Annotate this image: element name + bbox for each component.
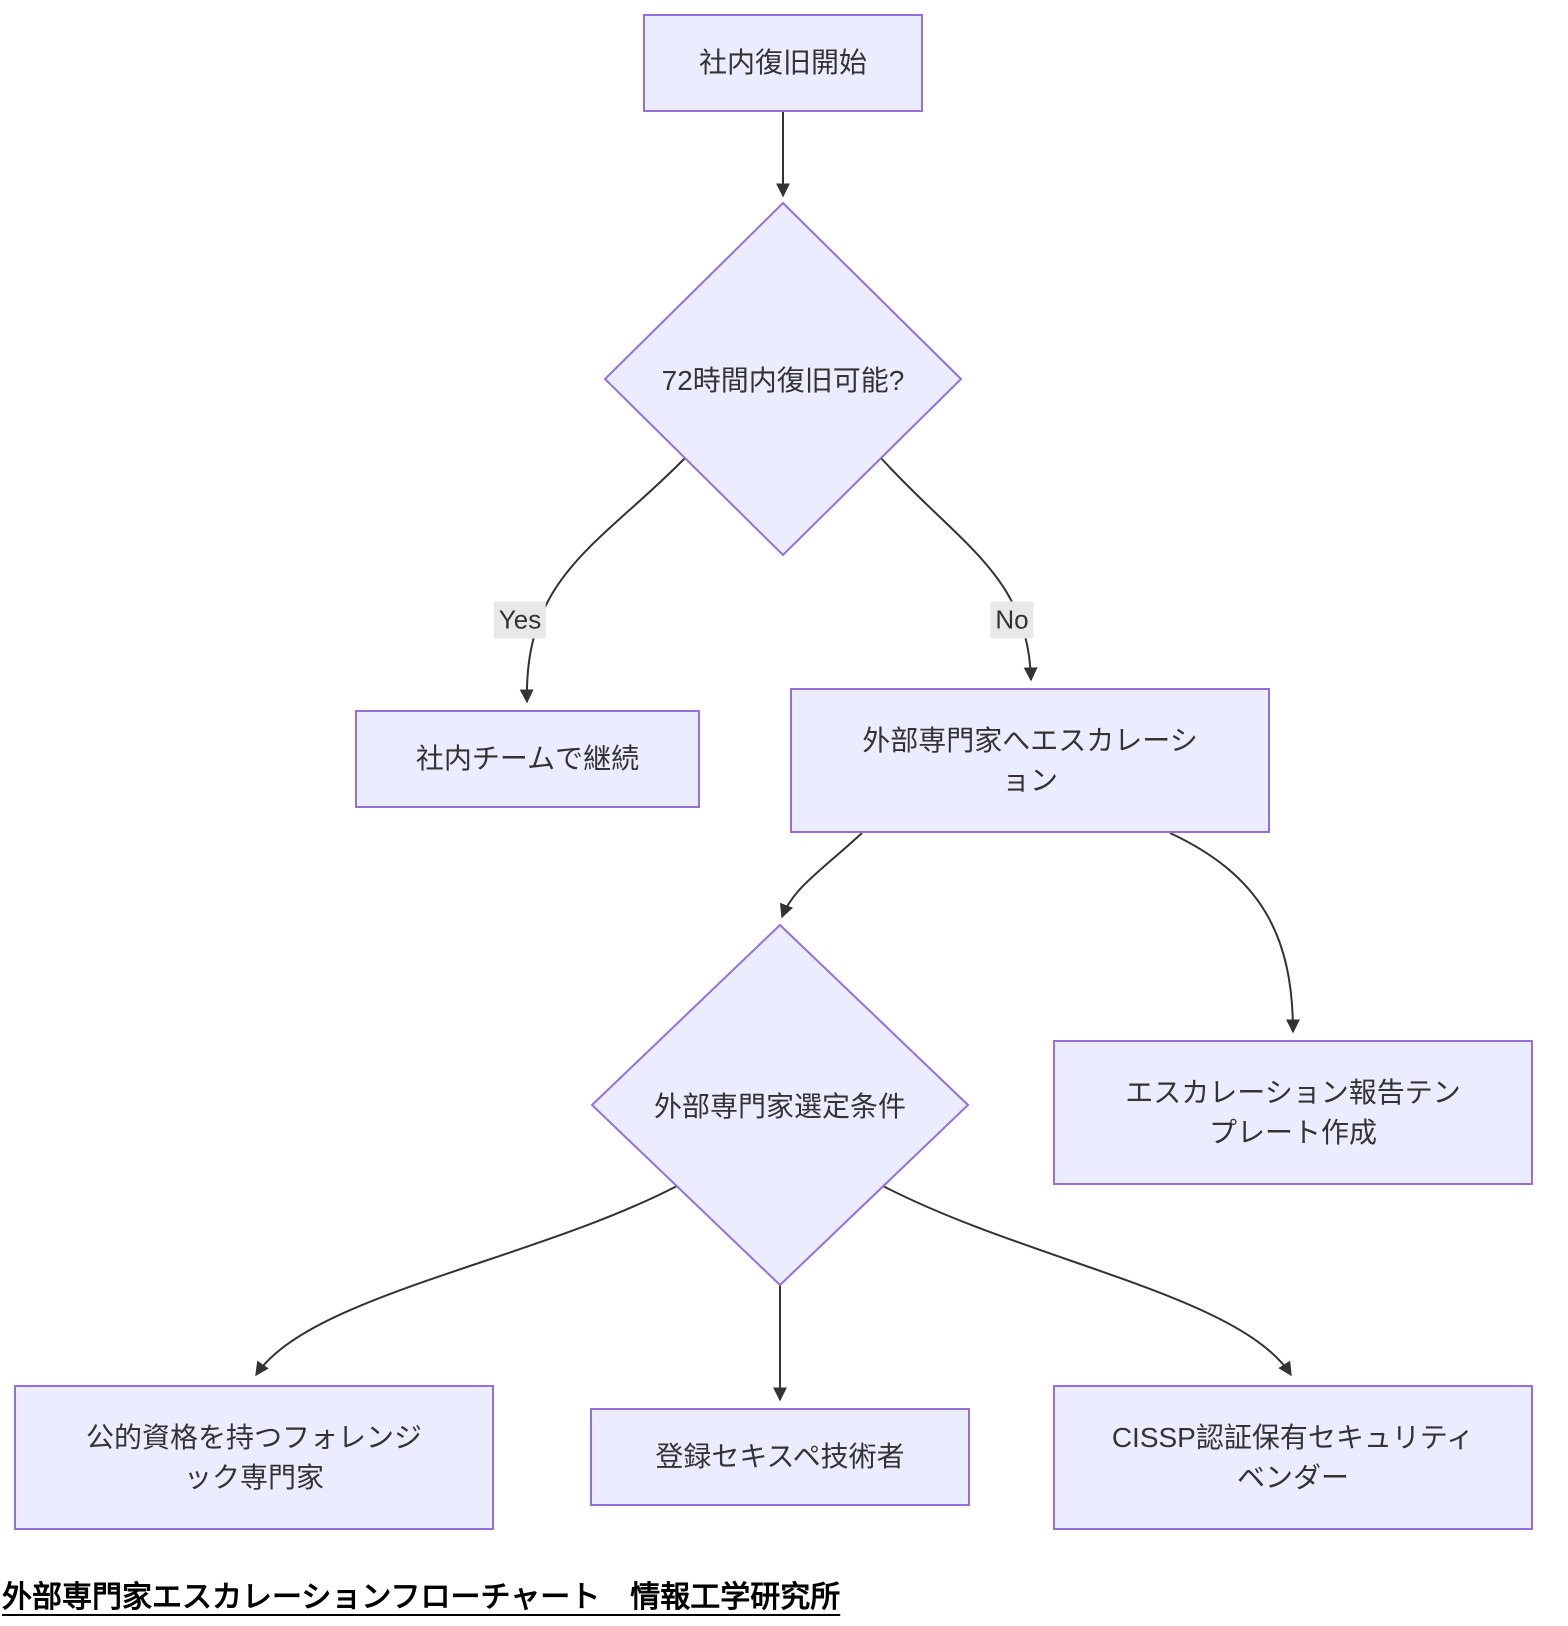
node-selection-criteria-label: 外部専門家選定条件 (653, 1091, 907, 1122)
edge-decision72h-no-to-escalate (880, 457, 1038, 682)
node-internal-team: 社内チームで継続 (355, 710, 700, 808)
edge-selection-to-forensic-expert (255, 1185, 678, 1377)
edge-label-no: No (990, 601, 1034, 639)
decision-72h-diamond-shape (603, 201, 963, 557)
selection-criteria-diamond-shape (590, 923, 970, 1287)
edge-escalate-to-report-template (1169, 832, 1300, 1034)
node-decision-72h-label: 72時間内復旧可能? (661, 365, 905, 396)
node-escalate: 外部専門家へエスカレーシ ョン (790, 688, 1270, 833)
node-report-template: エスカレーション報告テン プレート作成 (1053, 1040, 1533, 1185)
edge-selection-to-cissp-vendor (882, 1185, 1292, 1377)
node-start: 社内復旧開始 (643, 14, 923, 112)
node-registered-sekispe: 登録セキスペ技術者 (590, 1408, 970, 1506)
node-forensic-expert: 公的資格を持つフォレンジ ック専門家 (14, 1385, 494, 1530)
edge-label-yes: Yes (493, 601, 547, 639)
diagram-caption: 外部専門家エスカレーションフローチャート 情報工学研究所 (2, 1581, 841, 1614)
node-cissp-vendor: CISSP認証保有セキュリティ ベンダー (1053, 1385, 1533, 1530)
edge-escalate-to-selection-criteria (779, 832, 863, 919)
edge-decision72h-yes-to-internal-team (519, 457, 686, 704)
